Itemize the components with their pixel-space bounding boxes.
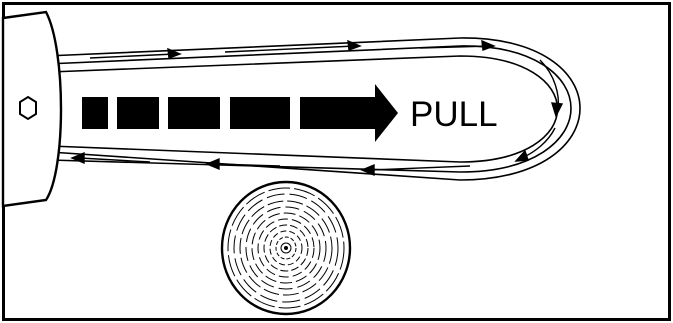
chain-arrow-top-3	[481, 39, 496, 51]
arrow-dash-3	[168, 97, 220, 129]
log-cross-section	[220, 180, 352, 316]
chain-arrow-top-2	[347, 39, 362, 51]
hex-bolt-icon	[19, 95, 37, 121]
chain-inner-line	[45, 45, 572, 173]
chain-arrow-nose-1	[551, 102, 564, 118]
pull-direction-arrow	[82, 84, 398, 142]
arrow-head	[300, 84, 398, 142]
arrow-dash-1	[82, 97, 108, 129]
chain-arrow-nose-2	[514, 149, 529, 162]
chain-arrow-top-1	[167, 47, 182, 59]
chain-arrow-bottom-3	[70, 151, 85, 165]
log-center	[284, 246, 288, 250]
chain-outer-line	[45, 37, 581, 181]
chain-arrow-bottom-1	[360, 163, 375, 177]
arrow-dash-4	[230, 97, 290, 129]
chain-arrow-bottom-2	[205, 157, 220, 171]
pull-label: PULL	[410, 95, 498, 134]
chain-direction-arrows	[70, 39, 564, 177]
arrow-dash-2	[117, 97, 159, 129]
